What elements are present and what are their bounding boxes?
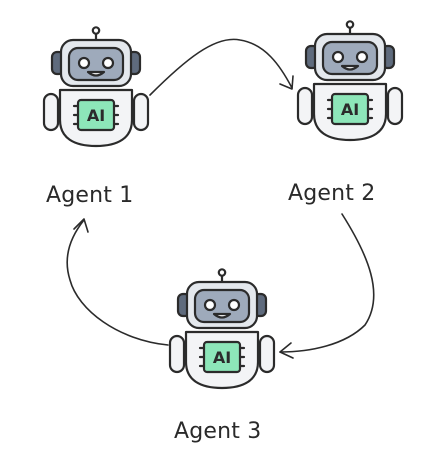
arrow-agent3-to-agent1	[66, 219, 169, 346]
robot-icon: AI	[168, 268, 276, 390]
agent-1-label: Agent 1	[46, 183, 134, 208]
arrow-agent1-to-agent2	[149, 38, 293, 96]
arrow-agent2-to-agent3	[279, 213, 375, 353]
arrow-agent1-to-agent2-head	[279, 75, 294, 90]
agent-2-label: Agent 2	[288, 181, 376, 206]
robot-icon: AI	[296, 20, 404, 142]
chip-label: AI	[213, 348, 231, 367]
robot-icon: AI	[42, 26, 150, 148]
arrow-agent2-to-agent3-head	[279, 342, 294, 359]
chip-label: AI	[341, 100, 359, 119]
chip-label: AI	[87, 106, 105, 125]
arrow-agent3-to-agent1-head	[73, 218, 89, 233]
agent-3-label: Agent 3	[174, 419, 262, 444]
